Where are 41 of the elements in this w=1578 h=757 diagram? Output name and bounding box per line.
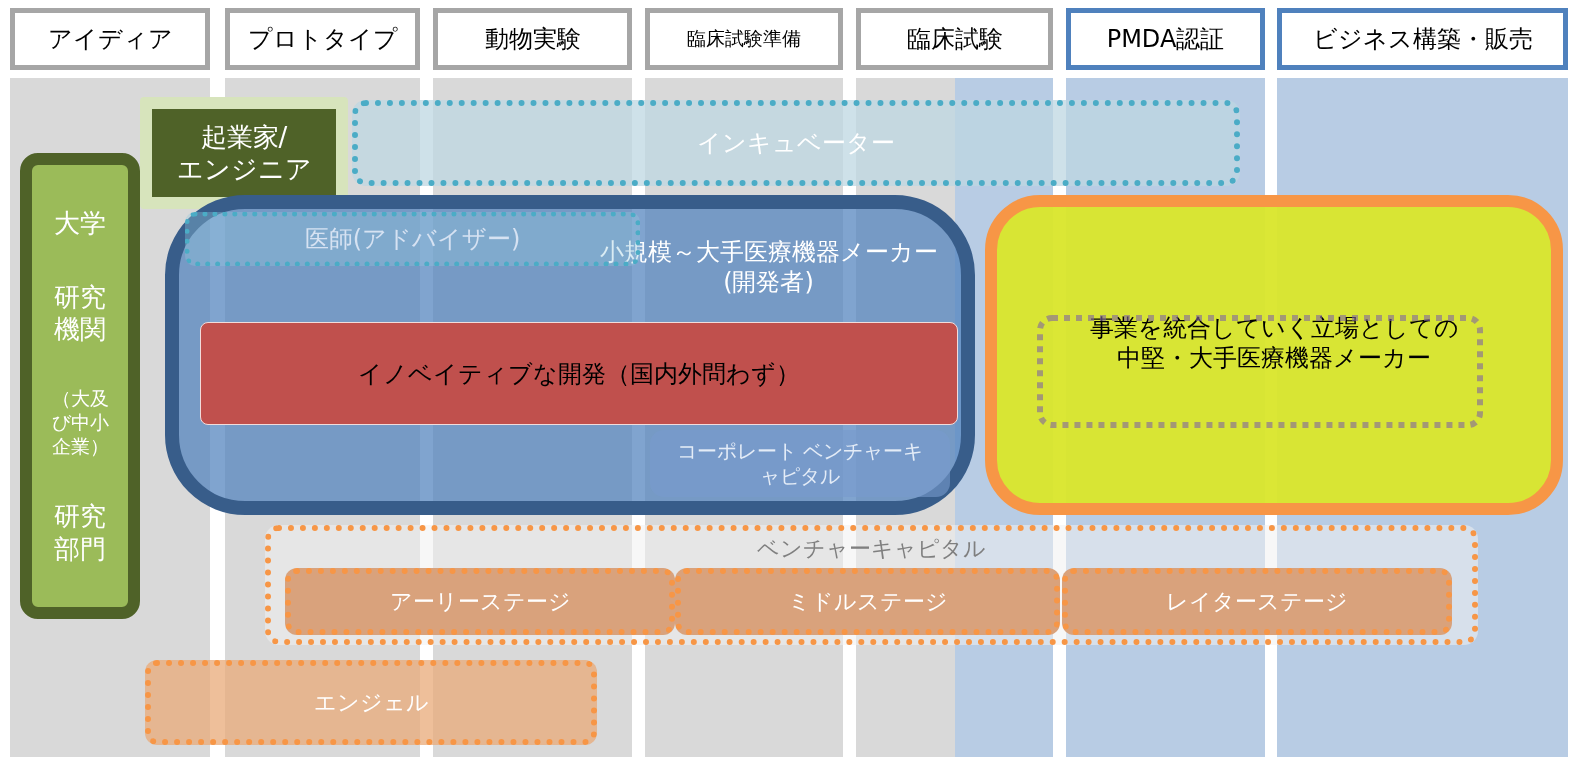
phase-box	[1066, 8, 1265, 70]
phase-box	[225, 8, 420, 70]
box-label: 臨床試験準備	[687, 27, 801, 51]
box-label: ミドルステージ	[787, 587, 948, 616]
box-label: アーリーステージ	[389, 587, 571, 616]
box-label: コーポレート ベンチャーキャピタル	[675, 438, 925, 489]
box-label: レイターステージ	[1166, 587, 1348, 616]
box-label: PMDA認証	[1106, 24, 1225, 54]
role-box	[140, 97, 348, 209]
box-label: 大学	[54, 206, 106, 240]
column-box	[20, 153, 140, 619]
box-label: 研究部門	[53, 500, 107, 566]
box-label: イノベイティブな開発（国内外問わず）	[358, 358, 800, 389]
stage-box	[675, 568, 1060, 635]
box-label: インキュベーター	[697, 128, 895, 158]
group-box	[145, 660, 597, 745]
box-label: アイディア	[47, 24, 173, 54]
rounded-box	[650, 430, 950, 497]
box-label: ビジネス構築・販売	[1312, 24, 1533, 54]
box-label: エンジェル	[313, 688, 429, 717]
box-label: 研究機関	[53, 280, 107, 346]
box-label: 医師(アドバイザー)	[304, 224, 521, 254]
rounded-box	[165, 195, 975, 515]
box-label: ベンチャーキャピタル	[757, 535, 986, 563]
box-label: 事業を統合していく立場としての中堅・大手医療機器メーカー	[1088, 312, 1460, 373]
box-label: 臨床試験	[906, 24, 1003, 54]
stage-box	[285, 568, 675, 635]
phase-box	[10, 8, 210, 70]
process-bar	[200, 322, 958, 425]
phase-box	[856, 8, 1053, 70]
group-box	[352, 100, 1240, 186]
box-label: 動物実験	[484, 24, 581, 54]
box-label: プロトタイプ	[247, 24, 398, 54]
box-label: （大及び中小企業）	[50, 387, 110, 459]
stage-box	[1062, 568, 1452, 635]
group-box	[265, 525, 1478, 645]
phase-box	[1277, 8, 1568, 70]
box-label: 起業家/エンジニア	[175, 120, 313, 186]
phase-box	[645, 8, 843, 70]
rounded-box	[985, 195, 1563, 515]
phase-box	[433, 8, 632, 70]
